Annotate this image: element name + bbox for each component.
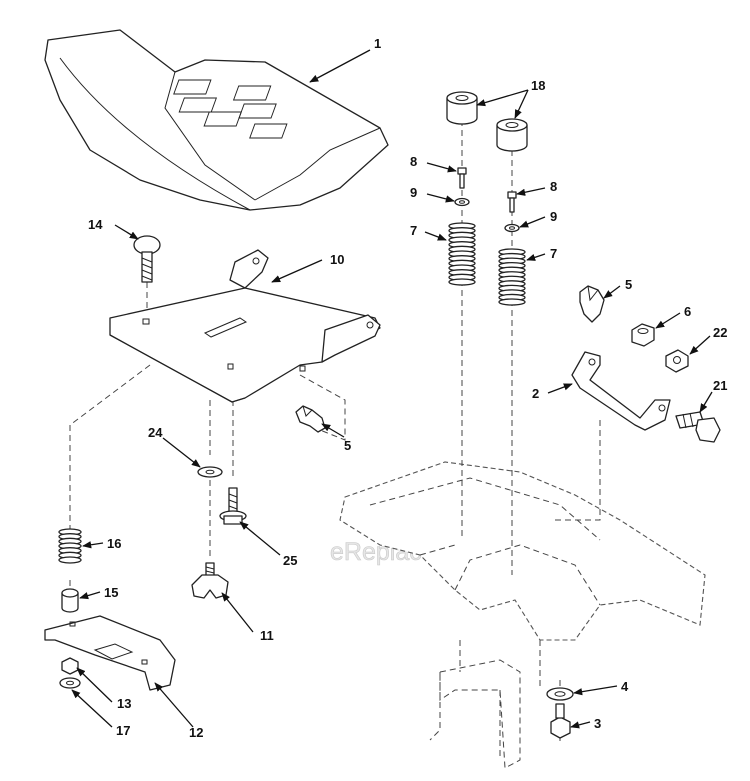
- centerline-spring-16: [69, 364, 151, 540]
- seat-pan-part: [109, 249, 381, 403]
- shoulder-bolt-21-part: [675, 411, 721, 443]
- nut-22-part: [665, 349, 689, 373]
- callout-13: 13: [117, 696, 131, 711]
- washer-4-part: [546, 687, 574, 701]
- spring-coil: [448, 278, 476, 286]
- callout-12: 12: [189, 725, 203, 740]
- bushing-15-part: [61, 588, 79, 613]
- washer-9-left-part: [454, 197, 470, 207]
- callout-7-right: 7: [550, 246, 557, 261]
- callout-7-left: 7: [410, 223, 417, 238]
- callout-15: 15: [104, 585, 118, 600]
- plate-12-part: [44, 615, 176, 691]
- callout-10: 10: [330, 252, 344, 267]
- callout-8-left: 8: [410, 154, 417, 169]
- knob-11-part: [191, 562, 229, 599]
- callout-5-right: 5: [625, 277, 632, 292]
- centerline-5-left: [299, 374, 346, 441]
- callout-5-left: 5: [344, 438, 351, 453]
- spring-7-left-part: [448, 222, 476, 286]
- washer-9-right-part: [504, 223, 520, 233]
- spacer-18-right-part: [496, 118, 528, 152]
- seat-bracket-2-part: [571, 351, 671, 431]
- callout-21: 21: [713, 378, 727, 393]
- spring-coil: [498, 298, 526, 306]
- callout-6: 6: [684, 304, 691, 319]
- callout-11: 11: [260, 628, 274, 643]
- knob-5-left-part: [295, 405, 326, 433]
- callout-16: 16: [107, 536, 121, 551]
- screw-8-right-part: [507, 191, 517, 213]
- spring-16-part: [58, 528, 82, 564]
- screw-8-left-part: [457, 167, 467, 189]
- spring-coil: [58, 556, 82, 564]
- tractor-frame: [339, 450, 706, 690]
- bolt-25-part: [219, 487, 247, 525]
- knob-5-right-part: [579, 285, 605, 323]
- callout-14: 14: [88, 217, 103, 232]
- washer-17-part: [59, 677, 81, 689]
- nut-6-part: [631, 323, 655, 347]
- callout-17: 17: [116, 723, 130, 738]
- nut-13-part: [61, 657, 79, 675]
- callout-9-right: 9: [550, 209, 557, 224]
- seat-part: [44, 29, 389, 211]
- callout-4: 4: [621, 679, 629, 694]
- callout-3: 3: [594, 716, 601, 731]
- lower-frame-bracket: [429, 640, 521, 769]
- spacer-18-left-part: [446, 91, 478, 125]
- carriage-bolt-14-part: [133, 235, 161, 283]
- callout-2: 2: [532, 386, 539, 401]
- spring-7-right-part: [498, 248, 526, 306]
- callout-25: 25: [283, 553, 297, 568]
- callout-18: 18: [531, 78, 545, 93]
- callout-24: 24: [148, 425, 163, 440]
- callout-8-right: 8: [550, 179, 557, 194]
- washer-24-part: [197, 466, 223, 478]
- callout-9-left: 9: [410, 185, 417, 200]
- leader-lines: [71, 49, 713, 729]
- callout-1: 1: [374, 36, 381, 51]
- bolt-3-part: [550, 703, 571, 739]
- callout-22: 22: [713, 325, 727, 340]
